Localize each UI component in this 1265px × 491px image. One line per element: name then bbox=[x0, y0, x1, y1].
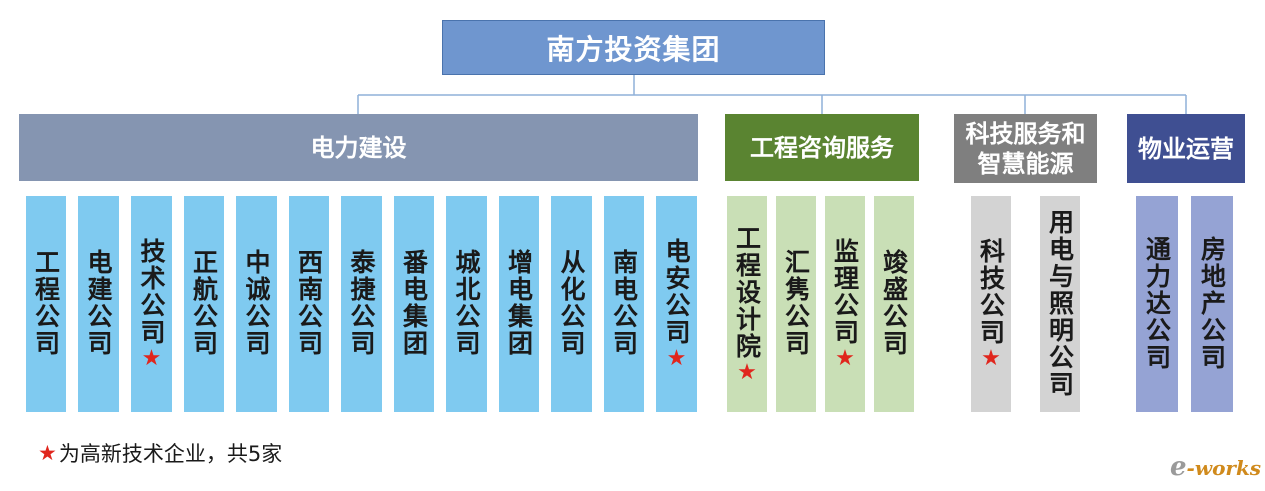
company-card: 番电集团 bbox=[394, 196, 434, 412]
company-name: 增电集团 bbox=[504, 249, 534, 357]
company-name: 竣盛公司 bbox=[879, 249, 909, 357]
company-name: 通力达公司 bbox=[1142, 235, 1172, 371]
company-name: 电安公司 bbox=[662, 238, 691, 346]
company-name: 汇隽公司 bbox=[781, 249, 811, 357]
company-card: 工程公司 bbox=[26, 196, 66, 412]
company-card: 用电与照明公司 bbox=[1040, 196, 1080, 412]
company-name: 中诚公司 bbox=[242, 249, 271, 357]
company-name: 工程设计院 bbox=[732, 224, 762, 360]
company-card: 通力达公司 bbox=[1136, 196, 1178, 412]
company-card: 监理公司★ bbox=[825, 196, 865, 412]
company-card: 从化公司 bbox=[551, 196, 592, 412]
star-icon: ★ bbox=[38, 441, 57, 465]
company-name: 番电集团 bbox=[399, 249, 429, 357]
category-power-construction: 电力建设 bbox=[19, 114, 698, 181]
legend-note-text: 为高新技术企业，共5家 bbox=[58, 442, 283, 466]
company-card: 城北公司 bbox=[446, 196, 487, 412]
company-card: 科技公司★ bbox=[971, 196, 1011, 412]
company-name: 监理公司 bbox=[830, 238, 860, 346]
company-name: 房地产公司 bbox=[1197, 235, 1227, 371]
company-name: 电建公司 bbox=[84, 249, 113, 357]
company-name: 科技公司 bbox=[976, 238, 1006, 346]
company-name: 工程公司 bbox=[31, 249, 61, 357]
company-name: 技术公司 bbox=[137, 238, 166, 346]
category-engineering-consulting: 工程咨询服务 bbox=[725, 114, 919, 181]
root-node: 南方投资集团 bbox=[442, 20, 825, 75]
company-name: 西南公司 bbox=[294, 249, 324, 357]
company-name: 南电公司 bbox=[609, 249, 639, 357]
company-card: 正航公司 bbox=[184, 196, 224, 412]
star-icon: ★ bbox=[835, 346, 855, 371]
company-name: 泰捷公司 bbox=[347, 249, 376, 357]
star-icon: ★ bbox=[737, 359, 757, 385]
company-card: 竣盛公司 bbox=[874, 196, 914, 412]
company-card: 电安公司★ bbox=[656, 196, 697, 412]
company-card: 南电公司 bbox=[604, 196, 644, 412]
company-name: 正航公司 bbox=[189, 249, 219, 357]
company-name: 用电与照明公司 bbox=[1045, 208, 1075, 398]
company-card: 电建公司 bbox=[78, 196, 119, 412]
company-name: 城北公司 bbox=[452, 249, 481, 357]
company-card: 增电集团 bbox=[499, 196, 539, 412]
company-card: 西南公司 bbox=[289, 196, 329, 412]
company-card: 汇隽公司 bbox=[776, 196, 816, 412]
company-card: 中诚公司 bbox=[236, 196, 277, 412]
star-icon: ★ bbox=[981, 346, 1001, 371]
category-tech-energy: 科技服务和 智慧能源 bbox=[954, 114, 1097, 183]
category-property-operations: 物业运营 bbox=[1127, 114, 1245, 183]
star-icon: ★ bbox=[141, 346, 162, 371]
company-card: 工程设计院★ bbox=[727, 196, 767, 412]
company-card: 房地产公司 bbox=[1191, 196, 1233, 412]
company-card: 泰捷公司 bbox=[341, 196, 382, 412]
star-icon: ★ bbox=[666, 346, 687, 371]
legend-note: ★ 为高新技术企业，共5家 bbox=[38, 438, 282, 468]
eworks-logo: e-works bbox=[1170, 452, 1262, 482]
company-name: 从化公司 bbox=[557, 249, 586, 357]
company-card: 技术公司★ bbox=[131, 196, 172, 412]
